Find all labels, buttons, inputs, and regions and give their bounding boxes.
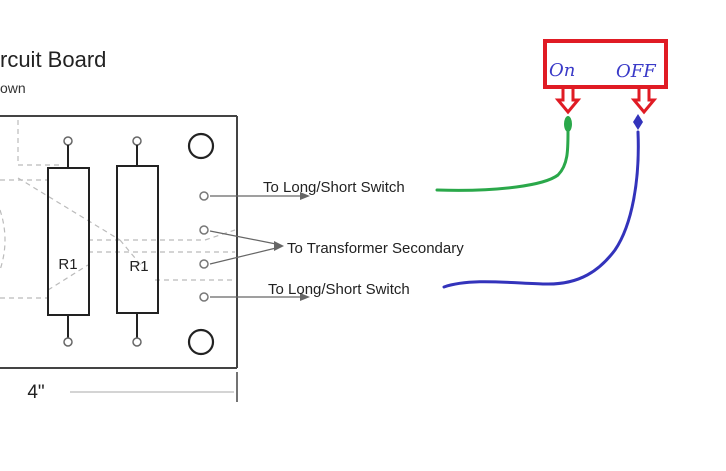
circuit-board: R1 R1 [0, 115, 238, 369]
blue-wire-end [633, 114, 643, 130]
label-long-short-switch-top: To Long/Short Switch [263, 179, 405, 196]
mounting-hole-top [187, 132, 215, 160]
resistor-1: R1 [47, 136, 90, 347]
switch-box: On OFF [543, 39, 668, 115]
arrow-down-off-icon [630, 89, 658, 115]
terminal-pad-4 [199, 292, 209, 302]
terminal-pad-2 [199, 225, 209, 235]
label-transformer-secondary: To Transformer Secondary [287, 240, 464, 257]
dimension-marker: 4" [27, 372, 238, 403]
mounting-hole-bottom [187, 328, 215, 356]
terminal-pad-3 [199, 259, 209, 269]
board-subtitle: own [0, 80, 26, 96]
green-wire [435, 130, 570, 192]
resistor-1-label: R1 [58, 256, 77, 273]
terminal-pad-1 [199, 191, 209, 201]
board-traces [0, 120, 236, 299]
switch-off-label: OFF [616, 61, 657, 82]
leader-lines [209, 192, 310, 301]
switch-on-label: On [549, 60, 575, 81]
resistor-2: R1 [116, 136, 159, 347]
dimension-label: 4" [27, 382, 44, 403]
label-long-short-switch-bottom: To Long/Short Switch [268, 281, 410, 298]
blue-wire [442, 130, 640, 289]
arrow-down-on-icon [554, 89, 582, 115]
resistor-2-label: R1 [129, 258, 148, 275]
board-title: rcuit Board [0, 47, 106, 72]
green-wire-end [564, 116, 572, 132]
